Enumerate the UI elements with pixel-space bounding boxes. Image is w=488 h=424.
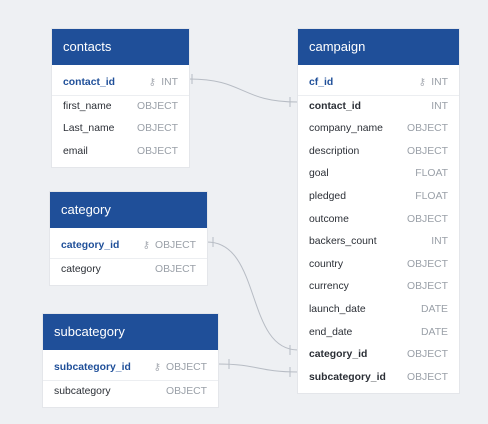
field-type: OBJECT xyxy=(166,385,207,397)
field-row: contact_id INT xyxy=(298,96,459,119)
field-type: FLOAT xyxy=(415,190,448,202)
field-name: contact_id xyxy=(309,100,361,112)
field-type: FLOAT xyxy=(415,168,448,180)
field-type: INT xyxy=(431,77,448,88)
field-row: subcategory OBJECT xyxy=(43,381,218,404)
key-icon: ⚷ xyxy=(142,240,150,251)
field-name: country xyxy=(309,258,344,270)
table-title: campaign xyxy=(298,29,459,65)
field-row: end_date DATE xyxy=(298,322,459,345)
field-name: currency xyxy=(309,281,349,293)
field-row: pledged FLOAT xyxy=(298,186,459,209)
field-row: subcategory_id ⚷ OBJECT xyxy=(43,357,218,381)
link-category-campaign xyxy=(206,241,299,351)
field-type: OBJECT xyxy=(407,281,448,293)
link-subcategory-campaign xyxy=(217,363,299,373)
field-type: DATE xyxy=(421,326,448,338)
field-name: backers_count xyxy=(309,236,377,248)
field-row: outcome OBJECT xyxy=(298,209,459,232)
field-name: subcategory_id xyxy=(309,371,386,383)
field-row: first_name OBJECT xyxy=(52,96,189,119)
field-name: cf_id xyxy=(309,77,334,88)
key-icon: ⚷ xyxy=(148,77,156,88)
link-contacts-campaign xyxy=(188,78,299,103)
field-name: Last_name xyxy=(63,123,115,135)
field-row: email OBJECT xyxy=(52,141,189,164)
field-row: goal FLOAT xyxy=(298,163,459,186)
field-type: DATE xyxy=(421,303,448,315)
field-row: contact_id ⚷ INT xyxy=(52,72,189,96)
field-name: launch_date xyxy=(309,303,366,315)
field-name: category_id xyxy=(309,349,368,361)
field-name: subcategory_id xyxy=(54,362,131,373)
field-row: Last_name OBJECT xyxy=(52,118,189,141)
field-row: description OBJECT xyxy=(298,141,459,164)
field-type: OBJECT xyxy=(137,100,178,112)
field-type: OBJECT xyxy=(407,145,448,157)
field-type: OBJECT xyxy=(155,240,196,251)
field-name: first_name xyxy=(63,100,112,112)
field-name: category xyxy=(61,263,101,275)
field-type: OBJECT xyxy=(407,349,448,361)
field-row: category_id OBJECT xyxy=(298,344,459,367)
field-name: company_name xyxy=(309,123,383,135)
field-name: description xyxy=(309,145,360,157)
contacts-table[interactable]: contacts contact_id ⚷ INT first_name OBJ… xyxy=(52,29,189,168)
table-title: contacts xyxy=(52,29,189,65)
field-row: category_id ⚷ OBJECT xyxy=(50,235,207,259)
field-name: goal xyxy=(309,168,329,180)
category-table[interactable]: category category_id ⚷ OBJECT category O… xyxy=(50,192,207,286)
field-row: subcategory_id OBJECT xyxy=(298,367,459,390)
field-name: contact_id xyxy=(63,77,115,88)
field-type: OBJECT xyxy=(407,213,448,225)
field-type: OBJECT xyxy=(407,123,448,135)
field-row: country OBJECT xyxy=(298,254,459,277)
field-name: subcategory xyxy=(54,385,111,397)
field-name: pledged xyxy=(309,190,346,202)
field-type: INT xyxy=(431,100,448,112)
field-name: end_date xyxy=(309,326,353,338)
field-type: INT xyxy=(431,236,448,248)
field-name: category_id xyxy=(61,240,120,251)
field-row: currency OBJECT xyxy=(298,276,459,299)
field-type: INT xyxy=(161,77,178,88)
field-row: backers_count INT xyxy=(298,231,459,254)
field-row: category OBJECT xyxy=(50,259,207,282)
field-type: OBJECT xyxy=(166,362,207,373)
field-type: OBJECT xyxy=(407,371,448,383)
key-icon: ⚷ xyxy=(418,77,426,88)
field-row: launch_date DATE xyxy=(298,299,459,322)
field-row: cf_id ⚷ INT xyxy=(298,72,459,96)
field-name: email xyxy=(63,145,88,157)
field-type: OBJECT xyxy=(137,123,178,135)
table-title: subcategory xyxy=(43,314,218,350)
campaign-table[interactable]: campaign cf_id ⚷ INT contact_id INT comp… xyxy=(298,29,459,394)
field-row: company_name OBJECT xyxy=(298,118,459,141)
field-type: OBJECT xyxy=(155,263,196,275)
field-type: OBJECT xyxy=(407,258,448,270)
subcategory-table[interactable]: subcategory subcategory_id ⚷ OBJECT subc… xyxy=(43,314,218,408)
field-type: OBJECT xyxy=(137,145,178,157)
key-icon: ⚷ xyxy=(153,362,161,373)
table-title: category xyxy=(50,192,207,228)
field-name: outcome xyxy=(309,213,349,225)
